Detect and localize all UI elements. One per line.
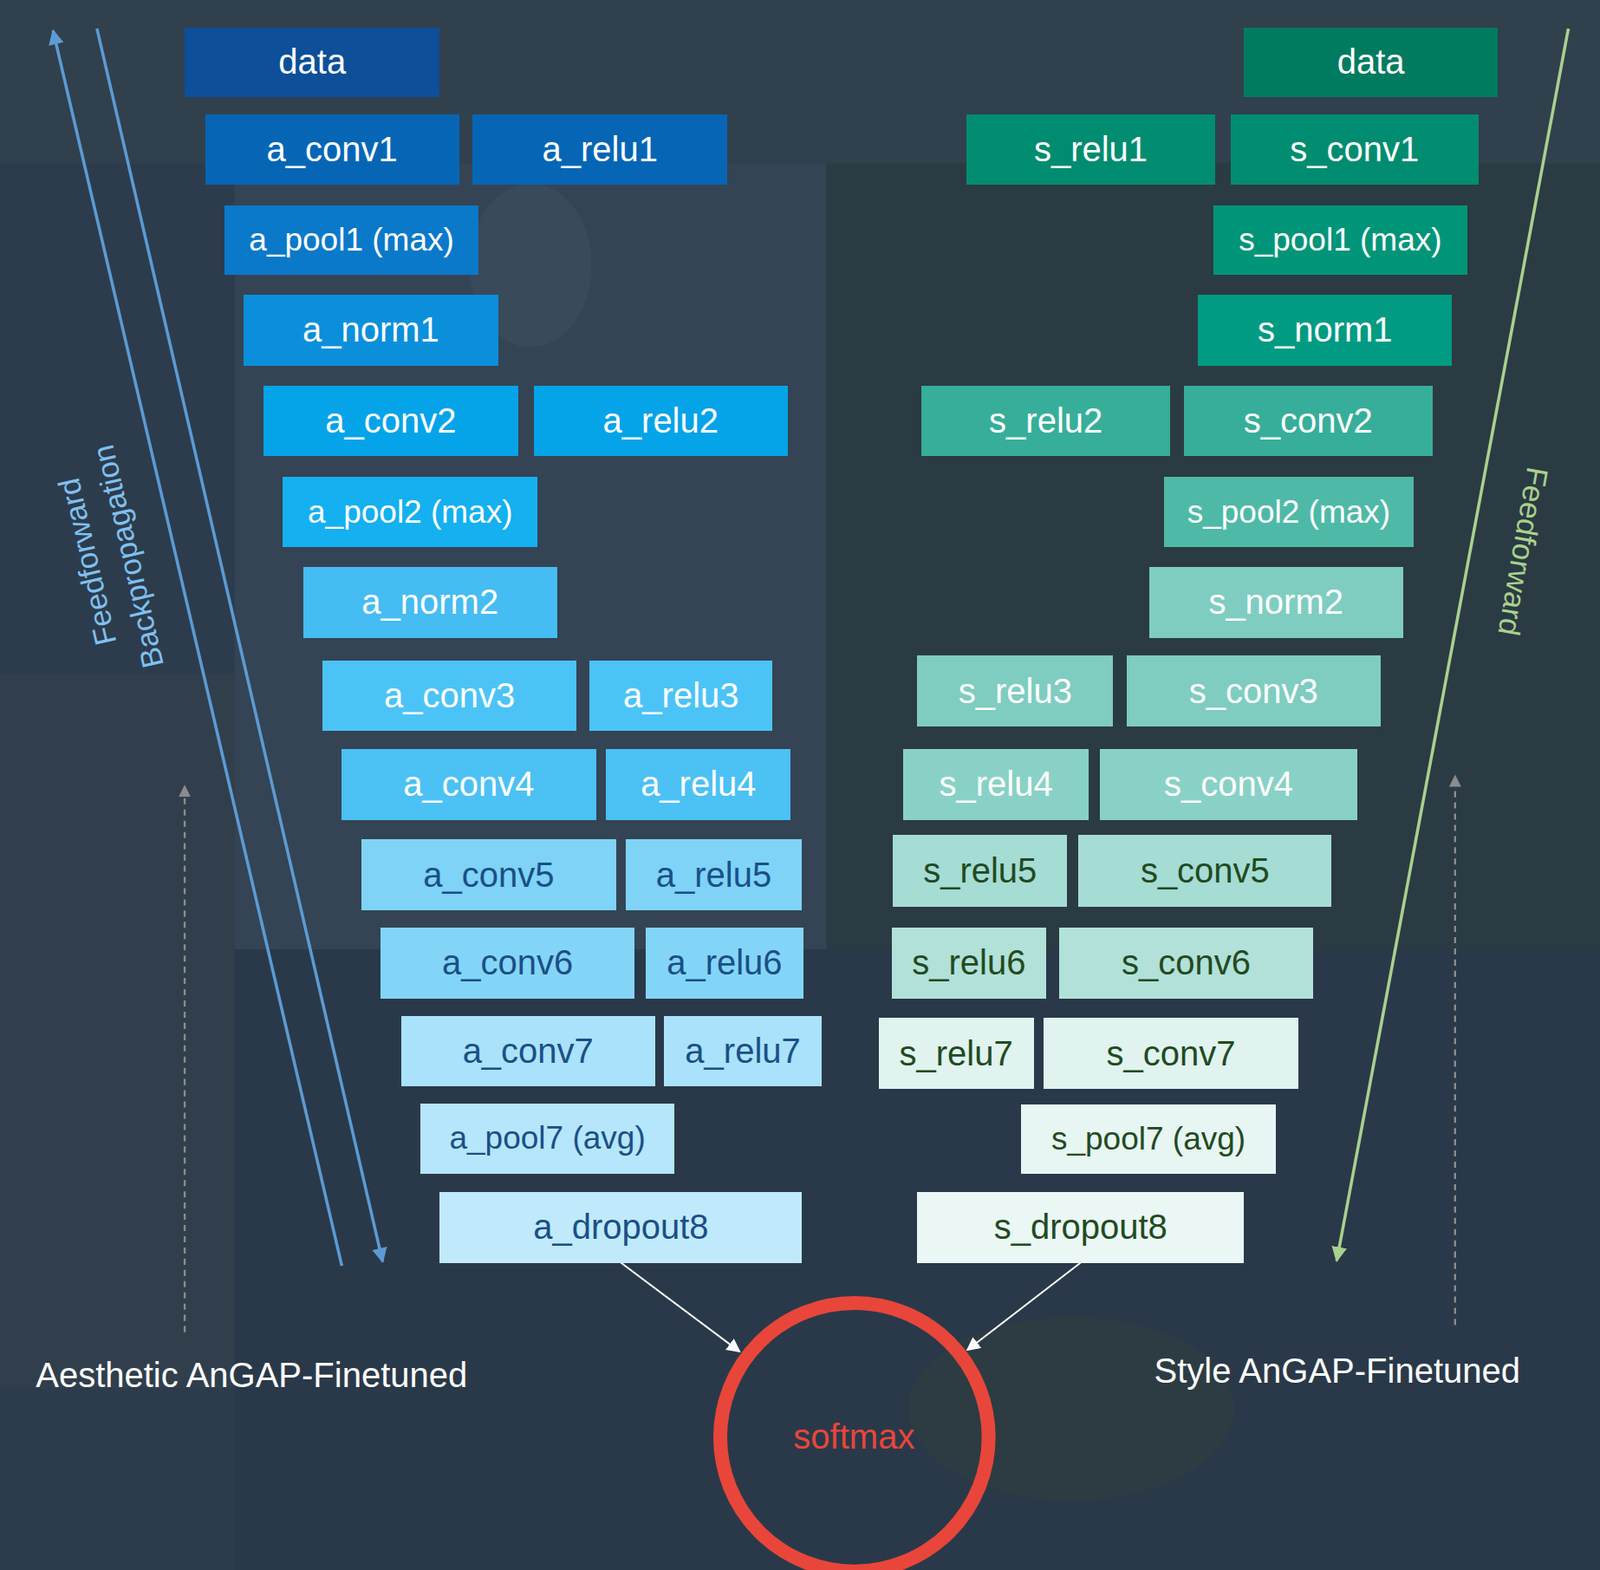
layer-box: a_relu6: [645, 927, 803, 998]
layer-name: a_pool2 (max): [307, 494, 514, 531]
output-label: softmax: [793, 1417, 915, 1457]
layer-name: a_norm2: [361, 582, 499, 622]
layer-name: a_relu2: [603, 401, 719, 441]
layer-box: s_relu5: [892, 834, 1067, 906]
dashed-arrow: [183, 786, 186, 1333]
direction-text: Feedforward: [1491, 464, 1555, 638]
layer-box: a_norm2: [303, 566, 558, 638]
layer-box: a_norm1: [243, 294, 498, 365]
layer-box: s_relu7: [878, 1017, 1035, 1089]
layer-box: a_conv2: [263, 385, 519, 456]
layer-box: a_relu3: [589, 660, 773, 731]
layer-name: a_dropout8: [533, 1207, 709, 1247]
layer-box: s_conv3: [1126, 655, 1381, 727]
layer-box: a_conv6: [380, 927, 635, 998]
layer-box: s_dropout8: [917, 1191, 1244, 1262]
layer-name: s_relu4: [938, 764, 1053, 804]
layer-name: a_relu3: [623, 676, 739, 716]
layer-box: a_relu7: [663, 1015, 821, 1087]
layer-name: s_conv5: [1140, 851, 1270, 891]
layer-box: s_conv7: [1043, 1017, 1298, 1089]
layer-box: s_conv2: [1183, 385, 1433, 456]
layer-name: s_conv6: [1121, 943, 1251, 983]
network-label: Style AnGAP-Finetuned: [1154, 1351, 1521, 1390]
layer-box: s_relu3: [917, 655, 1113, 727]
layer-name: a_pool7 (avg): [448, 1119, 645, 1157]
network-name: Aesthetic AnGAP-Finetuned: [35, 1355, 468, 1394]
layer-name: s_pool7 (avg): [1051, 1120, 1246, 1158]
layer-name: a_conv6: [442, 943, 573, 983]
layer-name: s_relu1: [1034, 130, 1148, 170]
layer-name: a_conv3: [383, 676, 515, 716]
softmax-circle: softmax: [711, 1294, 998, 1570]
layer-box: a_conv4: [341, 748, 596, 820]
layer-box: s_relu2: [921, 385, 1171, 456]
layer-name: data: [1337, 42, 1405, 82]
layer-name: s_relu5: [923, 851, 1037, 891]
layer-name: a_relu1: [542, 130, 658, 170]
layer-name: s_dropout8: [994, 1207, 1168, 1247]
layer-name: s_relu2: [988, 401, 1103, 441]
layer-name: a_conv5: [422, 855, 554, 895]
layer-box: data: [184, 27, 440, 98]
layer-box: a_relu2: [533, 385, 788, 456]
layer-box: a_conv5: [361, 839, 617, 911]
layer-name: s_pool1 (max): [1238, 221, 1442, 259]
layer-box: s_pool7 (avg): [1021, 1104, 1275, 1174]
layer-box: a_relu4: [605, 748, 791, 820]
layer-box: s_conv1: [1230, 114, 1479, 185]
connector-arrow: [620, 1262, 740, 1353]
layer-name: a_conv1: [266, 130, 398, 170]
layer-name: s_relu7: [899, 1034, 1014, 1074]
network-label: Aesthetic AnGAP-Finetuned: [35, 1355, 468, 1394]
layer-name: s_norm2: [1208, 582, 1344, 622]
layer-box: a_conv1: [205, 114, 460, 185]
layer-name: s_conv2: [1243, 401, 1373, 441]
layer-box: s_norm2: [1149, 566, 1404, 638]
layer-name: s_conv3: [1189, 671, 1319, 711]
layer-name: s_relu3: [958, 671, 1073, 711]
layer-name: data: [278, 42, 346, 82]
layer-box: a_pool2 (max): [282, 476, 538, 547]
layer-box: a_pool1 (max): [224, 205, 479, 275]
layer-name: a_conv4: [403, 764, 534, 804]
layer-box: s_relu4: [903, 748, 1089, 820]
layer-box: a_dropout8: [439, 1191, 802, 1262]
layer-box: s_conv6: [1059, 927, 1314, 998]
layer-box: s_conv5: [1078, 834, 1332, 906]
layer-box: a_relu5: [625, 839, 803, 911]
layer-name: a_relu4: [640, 764, 756, 804]
layer-box: a_conv7: [401, 1015, 656, 1087]
layer-box: s_relu1: [966, 114, 1216, 185]
layer-name: a_relu7: [684, 1031, 800, 1071]
layer-name: s_norm1: [1257, 310, 1393, 350]
layer-box: a_conv3: [322, 660, 577, 731]
layer-box: data: [1243, 27, 1498, 98]
layer-box: s_pool2 (max): [1164, 476, 1413, 547]
layer-name: s_conv7: [1105, 1034, 1236, 1074]
layer-box: a_relu1: [472, 114, 728, 185]
layer-name: a_conv7: [462, 1031, 594, 1071]
layer-box: s_pool1 (max): [1213, 205, 1468, 275]
circle-ring: [720, 1302, 989, 1570]
layer-name: s_relu6: [911, 943, 1026, 983]
layer-name: a_conv2: [325, 401, 456, 441]
connector-arrow: [967, 1262, 1081, 1351]
direction-label: Feedforward: [1490, 464, 1554, 638]
layer-name: s_conv1: [1289, 130, 1419, 170]
layer-box: s_norm1: [1197, 294, 1452, 365]
layer-name: s_pool2 (max): [1187, 494, 1391, 531]
layer-box: s_conv4: [1099, 748, 1358, 820]
layer-name: a_relu5: [656, 855, 772, 895]
layer-name: a_relu6: [666, 943, 782, 983]
layer-name: s_conv4: [1164, 764, 1294, 804]
network-name: Style AnGAP-Finetuned: [1154, 1351, 1521, 1390]
dashed-arrow: [1454, 775, 1457, 1325]
layer-name: a_norm1: [302, 310, 440, 350]
layer-box: s_relu6: [891, 927, 1047, 998]
layer-name: a_pool1 (max): [248, 221, 455, 259]
layer-box: a_pool7 (avg): [420, 1103, 675, 1174]
